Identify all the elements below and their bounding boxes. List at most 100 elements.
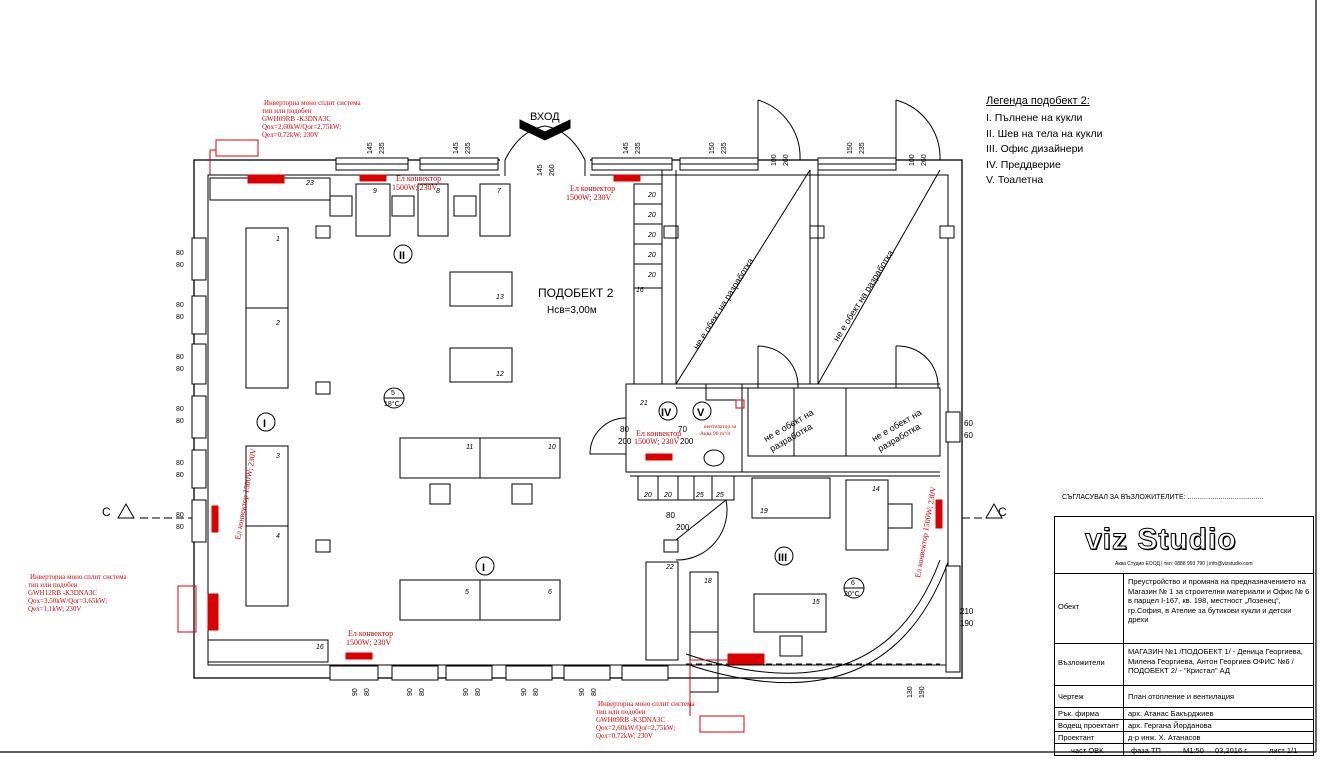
studio-contact: Аква Студио ЕООД | тел: 0888 993 790 | i… <box>1115 561 1253 567</box>
not-in-scope-label: не е обект на разработка <box>691 256 755 351</box>
svg-text:18: 18 <box>704 578 712 585</box>
svg-text:80: 80 <box>176 250 184 257</box>
svg-text:тип или подобен: тип или подобен <box>262 107 312 115</box>
sheet-label: лист 1/1 <box>1269 746 1298 755</box>
svg-text:260: 260 <box>549 164 556 176</box>
svg-text:80: 80 <box>533 688 540 696</box>
svg-text:GWH12RB -K3DNA3C: GWH12RB -K3DNA3C <box>28 589 97 597</box>
svg-text:2: 2 <box>275 320 280 327</box>
svg-text:80: 80 <box>620 425 629 434</box>
svg-text:235: 235 <box>859 142 866 154</box>
svg-text:4: 4 <box>276 533 280 540</box>
furniture-numbers: 1 2 3 4 5 6 7 8 9 10 11 12 13 14 15 16 1… <box>275 180 880 651</box>
temp-value: 18°C <box>384 400 400 408</box>
svg-text:3: 3 <box>276 453 280 460</box>
svg-text:10: 10 <box>548 444 556 451</box>
svg-text:Qоx=2,60kW/Qоr=2,75kW;: Qоx=2,60kW/Qоr=2,75kW; <box>262 123 341 131</box>
svg-text:100: 100 <box>909 154 916 166</box>
svg-text:1: 1 <box>276 236 280 243</box>
svg-text:190: 190 <box>960 619 974 628</box>
convector <box>345 652 373 660</box>
left-windows <box>191 237 207 543</box>
convector <box>935 499 943 529</box>
part-label: част ОВК <box>1071 746 1104 755</box>
zone-label: II <box>399 250 405 262</box>
section-label: С <box>102 505 111 519</box>
bottom-dimensions: 90 80 90 80 90 80 90 80 90 80 130 190 <box>352 686 926 698</box>
svg-text:вентилатор за: вентилатор за <box>704 424 737 430</box>
legend-item: II. Шев на тела на кукли <box>986 127 1103 140</box>
furniture <box>207 177 913 693</box>
legend-list: I. Пълнене на кукли II. Шев на тела на к… <box>986 111 1102 189</box>
top-windows <box>335 157 897 171</box>
svg-text:Инверторна моно сплит система: Инверторна моно сплит система <box>30 573 127 581</box>
clients-label: Възложители <box>1058 658 1105 667</box>
svg-text:Ел конвектор 1500W; 230V: Ел конвектор 1500W; 230V <box>913 486 938 579</box>
curved-wall <box>685 559 941 674</box>
svg-text:тип или подобен: тип или подобен <box>28 581 78 589</box>
door-swing <box>589 417 627 455</box>
svg-text:Ел конвектор: Ел конвектор <box>570 184 615 193</box>
svg-text:80: 80 <box>176 366 184 373</box>
svg-text:80: 80 <box>176 460 184 467</box>
indoor-unit-left <box>207 593 219 631</box>
left-dimensions: 80 80 80 80 80 80 80 80 80 80 80 80 <box>176 250 184 531</box>
svg-text:Аква 90 m³/h: Аква 90 m³/h <box>700 431 730 437</box>
svg-text:Ел конвектор: Ел конвектор <box>636 429 681 438</box>
svg-text:80: 80 <box>176 472 184 479</box>
svg-text:Ел конвектор: Ел конвектор <box>396 174 441 183</box>
svg-text:20: 20 <box>663 492 672 499</box>
svg-text:235: 235 <box>721 142 728 154</box>
zone-label: I <box>263 418 266 430</box>
section-label: С <box>998 505 1007 519</box>
svg-text:11: 11 <box>466 444 473 451</box>
svg-text:Инверторна моно сплит система: Инверторна моно сплит система <box>598 700 695 708</box>
temp-value: 20°C <box>844 590 860 598</box>
svg-text:80: 80 <box>176 524 184 531</box>
svg-text:20: 20 <box>647 192 656 199</box>
drawing-label: Чертеж <box>1058 692 1084 701</box>
svg-text:145: 145 <box>537 164 544 176</box>
svg-text:70: 70 <box>678 425 687 434</box>
svg-text:235: 235 <box>379 142 386 154</box>
convector <box>613 174 641 182</box>
svg-text:20: 20 <box>647 272 656 279</box>
svg-text:60: 60 <box>964 431 973 440</box>
section-marker-right <box>985 502 1003 519</box>
convector <box>211 505 219 533</box>
svg-text:14: 14 <box>872 486 880 493</box>
svg-text:200: 200 <box>680 437 694 446</box>
object-label: Обект <box>1058 602 1080 611</box>
svg-text:150: 150 <box>709 142 716 154</box>
svg-text:Qоx=2,60kW/Qоr=2,75kW;: Qоx=2,60kW/Qоr=2,75kW; <box>596 724 675 732</box>
outdoor-unit-top <box>215 139 259 157</box>
svg-text:80: 80 <box>176 418 184 425</box>
entrance-label: ВХОД <box>530 111 560 123</box>
svg-text:90: 90 <box>352 688 359 696</box>
svg-text:80: 80 <box>591 688 598 696</box>
svg-text:260: 260 <box>921 154 928 166</box>
svg-text:16: 16 <box>636 287 644 294</box>
clients-value: МАГАЗИН №1 /ПОДОБЕКТ 1/ - Деница Георгие… <box>1128 647 1303 675</box>
indoor-unit-top <box>247 174 285 184</box>
svg-text:Инверторна моно сплит система: Инверторна моно сплит система <box>264 99 361 107</box>
svg-text:190: 190 <box>919 686 926 698</box>
temp-num: 6 <box>851 580 855 587</box>
svg-text:80: 80 <box>419 688 426 696</box>
svg-text:235: 235 <box>465 142 472 154</box>
fan <box>735 399 745 409</box>
zone-markers <box>256 244 794 576</box>
svg-text:200: 200 <box>676 523 690 532</box>
temp-num: 5 <box>391 390 395 397</box>
hvac-equipment <box>177 139 943 733</box>
zone-label: V <box>697 407 705 419</box>
legend-item: I. Пълнене на кукли <box>986 112 1083 124</box>
phase-label: фаза ТП <box>1131 746 1161 755</box>
svg-text:80: 80 <box>176 314 184 321</box>
svg-text:5: 5 <box>465 589 469 596</box>
svg-text:100: 100 <box>771 154 778 166</box>
svg-text:Qел=0,72kW; 230V: Qел=0,72kW; 230V <box>262 131 319 139</box>
svg-text:80: 80 <box>176 302 184 309</box>
outdoor-unit-left <box>177 585 197 633</box>
svg-text:1500W; 230V: 1500W; 230V <box>346 638 391 647</box>
